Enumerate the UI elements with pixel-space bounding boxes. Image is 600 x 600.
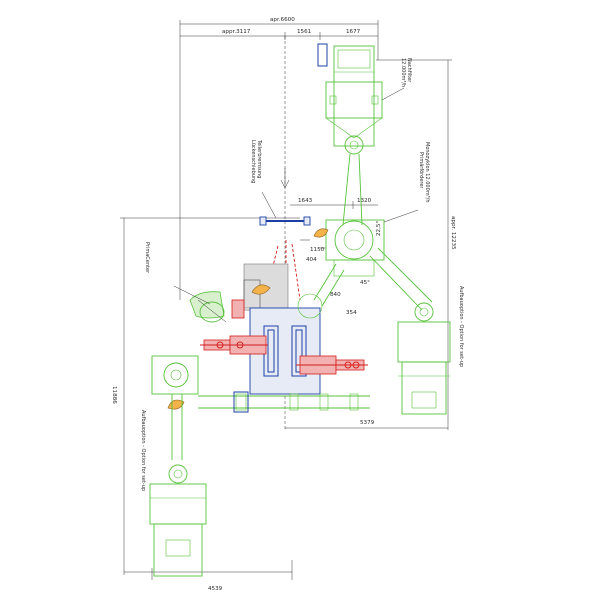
drive-right: [296, 355, 368, 375]
dim-354: 354: [346, 310, 357, 316]
dim-1150: 1150: [310, 247, 325, 253]
duct-vertical: [342, 153, 363, 226]
dim-mid-right: 1320: [357, 198, 372, 204]
label-setup-left: Aufbauoption - Option for set-up: [140, 410, 146, 491]
dim-bottom-left: 4539: [208, 586, 223, 592]
label-monozyklon: Monozyklon 12.000m³/h: [424, 142, 430, 203]
label-nachfilter: Nachfilter: [406, 58, 412, 83]
setup-option-left: [149, 464, 207, 577]
teiler-bar: [259, 168, 311, 226]
dim-bottom-right: 5379: [360, 420, 375, 426]
setup-option-right: [397, 302, 451, 415]
duct-right: [369, 247, 433, 311]
dimension-lines: [120, 20, 452, 580]
dim-angle-22: 22,5°: [376, 221, 382, 236]
label-teiler-1: Teilerbremsung: [256, 139, 262, 178]
dim-right-height: appr. 12235: [450, 216, 456, 250]
monozyklon-unit: [313, 219, 385, 277]
primacenter-unit: [189, 291, 227, 323]
dim-top-right: 1677: [346, 29, 361, 35]
dim-top-mid: 1561: [297, 29, 312, 35]
leader-lines: [173, 87, 419, 305]
dim-left-height: 11886: [111, 386, 117, 404]
label-nachfilter-flow: 12.000m³/h: [400, 58, 406, 87]
label-setup-right: Aufbauoption - Option for set-up: [458, 286, 464, 367]
label-primarfoerderer: Primärförderer: [418, 152, 424, 189]
dim-top-overall: apr.6600: [270, 17, 295, 23]
dim-top-left: appr.3117: [222, 29, 251, 35]
machine-block: [231, 263, 323, 395]
label-teiler-2: Lückenschiebung: [250, 140, 256, 183]
blue-marker: [317, 43, 328, 67]
nachfilter-unit: [325, 45, 383, 155]
dim-404: 404: [306, 257, 317, 263]
dim-mid-left: 1643: [298, 198, 313, 204]
dim-840: 840: [330, 292, 341, 298]
drive-left: [200, 335, 268, 355]
duct-down-left: [171, 394, 183, 460]
label-primacenter: PrimaCenter: [144, 242, 150, 274]
dim-angle-45: 45°: [360, 280, 370, 286]
duct-left: [313, 263, 345, 307]
